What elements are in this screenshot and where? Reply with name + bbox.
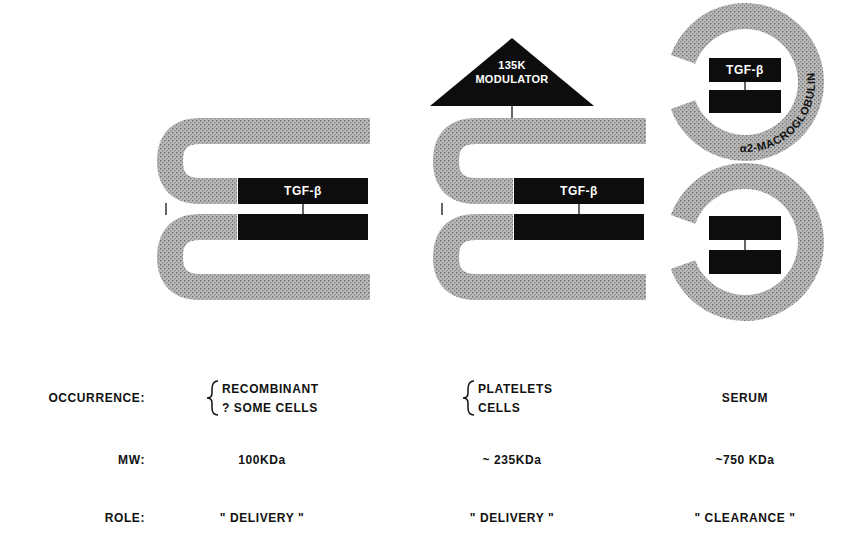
macroglobulin-ring: α2-MACROGLOBULINTGF-β — [666, 3, 824, 161]
tgf-beta-box: TGF-β — [709, 58, 781, 82]
tgf-beta-box: TGF-β — [514, 178, 644, 204]
table-cell: RECOMBINANT — [222, 382, 319, 397]
triangle-fill — [430, 38, 594, 106]
table-cell: " CLEARANCE " — [694, 511, 795, 526]
table-cell: " DELIVERY " — [470, 511, 555, 526]
row-heading: OCCURRENCE: — [48, 391, 145, 406]
link-line — [166, 82, 745, 250]
row-heading: MW: — [118, 453, 145, 468]
triangle-outline — [430, 38, 594, 106]
table-cell: PLATELETS — [478, 382, 553, 397]
box-label: TGF-β — [284, 184, 322, 198]
macroglobulin-ring — [683, 176, 811, 308]
table-cell: ~750 KDa — [715, 453, 774, 468]
table-cell: ? SOME CELLS — [222, 401, 318, 416]
ring-outline: α2-MACROGLOBULIN — [666, 3, 824, 161]
table-cell: ~ 235KDa — [482, 453, 541, 468]
row-heading: ROLE: — [105, 511, 145, 526]
latency-band — [170, 131, 646, 287]
table-cell: SERUM — [722, 391, 768, 406]
table-cell: " DELIVERY " — [220, 511, 305, 526]
modulator-triangle: 135K MODULATOR — [430, 38, 594, 106]
table-cell: 100KDa — [238, 453, 286, 468]
box-label: TGF-β — [726, 63, 764, 77]
box-label: TGF-β — [560, 184, 598, 198]
modulator-label: 135K MODULATOR — [470, 58, 554, 86]
table-cell: CELLS — [478, 401, 520, 416]
ring-label: α2-MACROGLOBULIN — [740, 72, 817, 154]
tgf-beta-box: TGF-β — [238, 178, 368, 204]
brace — [207, 381, 474, 415]
